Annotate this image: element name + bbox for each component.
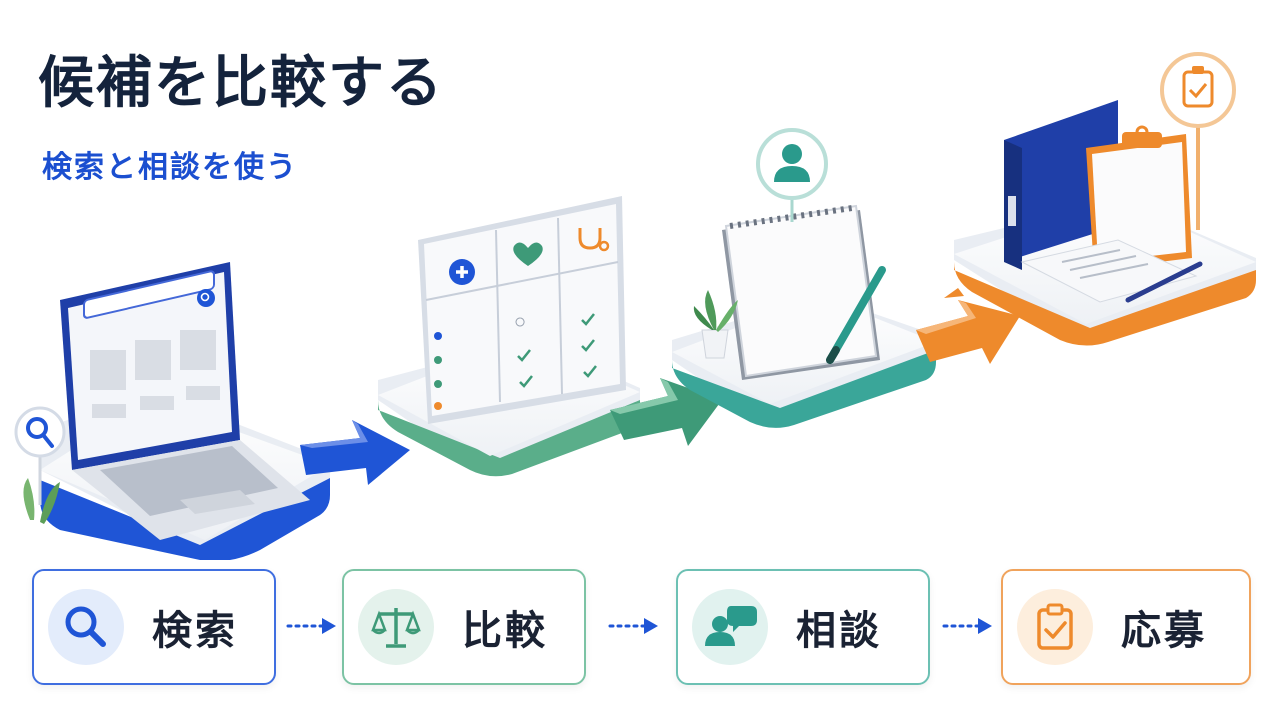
clipboard-icon	[1086, 125, 1192, 270]
magnifier-icon	[65, 606, 106, 647]
step-icon-circle	[692, 589, 768, 665]
page-subtitle: 検索と相談を使う	[42, 150, 298, 185]
arrow-2	[610, 378, 722, 446]
step-icon-circle	[358, 589, 434, 665]
notebook-icon	[722, 204, 886, 380]
step-card-apply: 応募	[1001, 569, 1251, 685]
clipboard-check-icon	[1037, 603, 1073, 650]
step-icon-circle	[1017, 589, 1093, 665]
chat-person-icon	[705, 606, 757, 646]
arrow-3	[916, 288, 1020, 364]
pen-icon	[1125, 261, 1203, 303]
process-illustration	[14, 52, 1256, 560]
step-icon-circle	[48, 589, 124, 665]
step-label-search: 検索	[152, 608, 238, 654]
clipboard-pin-icon	[1160, 52, 1236, 230]
comparison-table-icon	[418, 196, 626, 424]
step-sequence: 検索 比較	[32, 569, 1252, 685]
step-card-compare: 比較	[342, 569, 586, 685]
plant-icon	[23, 478, 60, 524]
step-card-consult: 相談	[676, 569, 930, 685]
step-label-consult: 相談	[796, 608, 882, 654]
page-title: 候補を比較する	[38, 51, 444, 116]
potted-plant-icon	[693, 290, 738, 359]
dotted-arrow-icon	[608, 618, 658, 634]
step-label-apply: 応募	[1121, 608, 1207, 654]
person-pin-icon	[756, 128, 828, 222]
step-card-search: 検索	[32, 569, 276, 685]
step-label-compare: 比較	[462, 608, 548, 654]
dotted-arrow-icon	[942, 618, 992, 634]
binder-icon	[1004, 100, 1118, 270]
laptop-icon	[60, 262, 310, 540]
dotted-arrow-icon	[286, 618, 336, 634]
arrow-1	[300, 420, 410, 485]
magnifier-pin-icon	[14, 406, 66, 505]
balance-scale-icon	[371, 608, 421, 648]
